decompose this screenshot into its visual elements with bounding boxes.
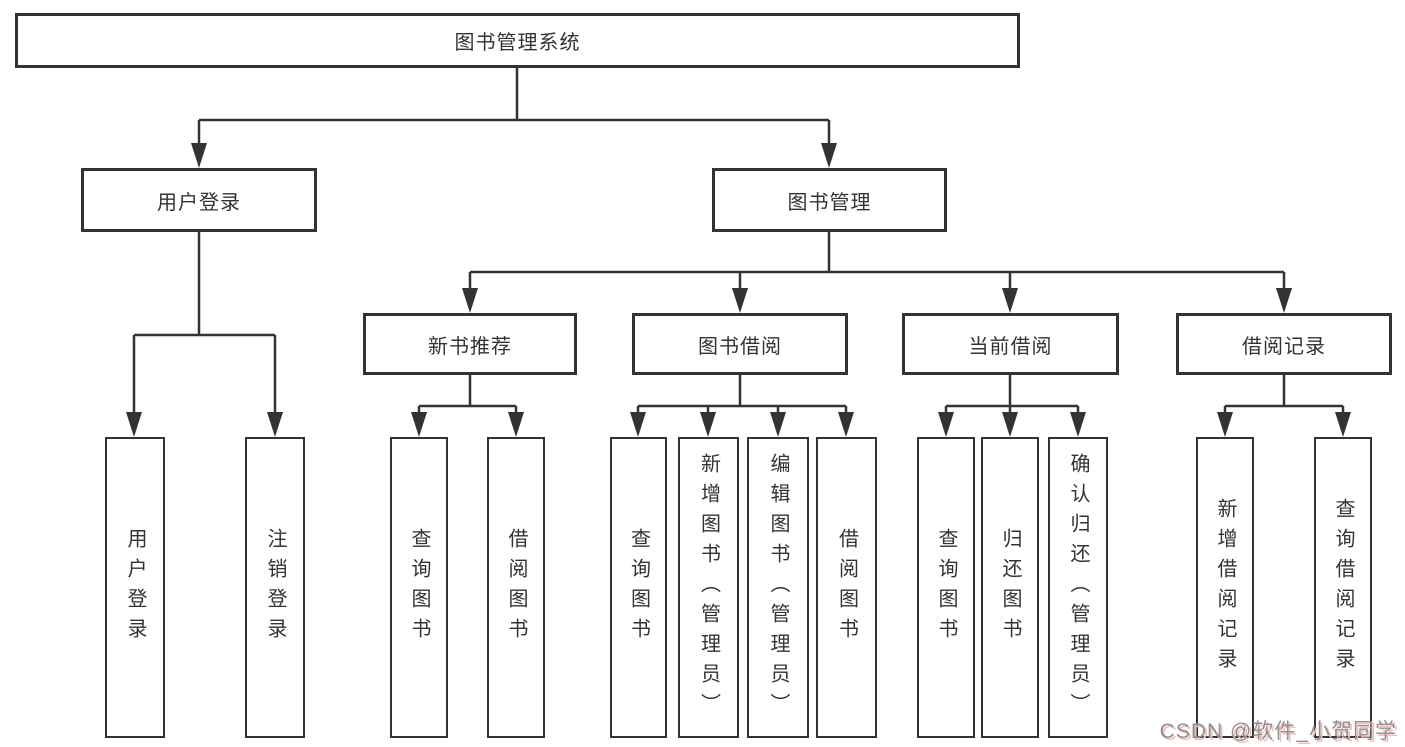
arrowhead-icon [770,412,786,437]
node-new-book-recommend-label: 新书推荐 [428,335,512,358]
arrowhead-icon [267,412,283,437]
arrowhead-icon [700,412,716,437]
connector-current-borrow-to-leaves [938,375,1086,437]
leaf-borrowing-add-books-admin: 新增图书（管理员） [678,437,739,738]
arrowhead-icon [1335,412,1351,437]
leaf-current-confirm-return-admin: 确认归还（管理员） [1048,437,1108,738]
leaf-records-query-record-label: 查询借阅记录 [1332,497,1354,678]
leaf-records-query-record: 查询借阅记录 [1314,437,1372,738]
arrowhead-icon [508,412,524,437]
leaf-borrowing-edit-books-admin-label: 编辑图书（管理员） [767,452,789,723]
node-current-borrow-label: 当前借阅 [968,335,1053,358]
leaf-newrec-query-books: 查询图书 [390,437,448,738]
leaf-newrec-query-books-label: 查询图书 [408,527,430,648]
connector-root-to-level2 [191,67,837,168]
leaf-borrowing-borrow-books-label: 借阅图书 [835,527,858,648]
arrowhead-icon [1276,288,1292,313]
node-user-login: 用户登录 [81,168,317,232]
leaf-borrowing-add-books-admin-label: 新增图书（管理员） [697,452,720,723]
connector-borrow-records-to-leaves [1217,375,1351,437]
node-borrow-records: 借阅记录 [1176,313,1392,375]
leaf-borrowing-query-books: 查询图书 [610,437,667,738]
connector-new-book-recommend-to-leaves [411,375,524,437]
arrowhead-icon [1002,288,1018,313]
node-root: 图书管理系统 [15,13,1020,68]
leaf-current-query-books-label: 查询图书 [935,527,957,648]
arrowhead-icon [938,412,954,437]
leaf-user-login: 用户登录 [105,437,165,738]
leaf-current-confirm-return-admin-label: 确认归还（管理员） [1067,452,1089,723]
arrowhead-icon [630,412,646,437]
leaf-borrowing-edit-books-admin: 编辑图书（管理员） [747,437,809,738]
leaf-borrowing-query-books-label: 查询图书 [627,527,650,648]
leaf-newrec-borrow-books-label: 借阅图书 [505,527,527,648]
leaf-logout: 注销登录 [245,437,305,738]
node-book-borrow-label: 图书借阅 [698,335,782,358]
leaf-records-add-record-label: 新增借阅记录 [1214,497,1236,678]
arrowhead-icon [411,412,427,437]
node-current-borrow: 当前借阅 [902,313,1119,375]
arrowhead-icon [732,288,748,313]
leaf-current-query-books: 查询图书 [917,437,975,738]
arrowhead-icon [1070,412,1086,437]
node-book-management: 图书管理 [712,168,947,232]
leaf-current-return-books-label: 归还图书 [999,527,1021,648]
node-user-login-label: 用户登录 [157,191,241,214]
node-book-borrow: 图书借阅 [632,313,848,375]
csdn-watermark: CSDN @软件_小贺同学 [1159,720,1397,743]
leaf-records-add-record: 新增借阅记录 [1196,437,1254,738]
arrowhead-icon [462,288,478,313]
arrowhead-icon [126,412,142,437]
node-borrow-records-label: 借阅记录 [1242,335,1326,358]
arrowhead-icon [821,143,837,168]
leaf-borrowing-borrow-books: 借阅图书 [816,437,877,738]
arrowhead-icon [1217,412,1233,437]
leaf-newrec-borrow-books: 借阅图书 [487,437,545,738]
node-book-management-label: 图书管理 [787,191,872,214]
leaf-current-return-books: 归还图书 [981,437,1039,738]
connector-book-borrow-to-leaves [630,375,854,437]
arrowhead-icon [838,412,854,437]
node-new-book-recommend: 新书推荐 [363,313,577,375]
node-root-label: 图书管理系统 [454,32,581,54]
leaf-user-login-label: 用户登录 [124,527,146,648]
connector-book-management-to-level3 [462,232,1292,313]
arrowhead-icon [1002,412,1018,437]
arrowhead-icon [191,143,207,168]
connector-user-login-to-leaves [126,232,283,437]
leaf-logout-label: 注销登录 [264,527,286,648]
